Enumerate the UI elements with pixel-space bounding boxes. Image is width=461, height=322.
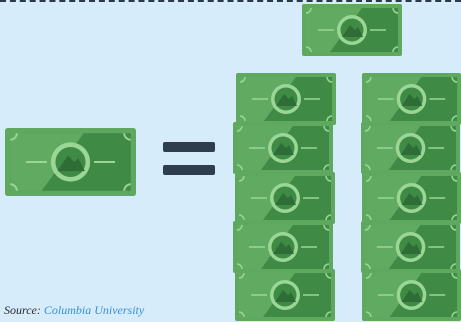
dollar-bill-icon — [361, 122, 460, 174]
dollar-bill-icon — [362, 73, 461, 125]
dollar-bill-icon — [361, 221, 460, 273]
dollar-bill-icon — [236, 73, 336, 125]
source-label: Source: — [4, 303, 41, 317]
dollar-bill-icon — [233, 122, 333, 174]
dollar-bill-icon — [235, 269, 335, 321]
dollar-bill-icon — [235, 172, 335, 224]
top-dashed-border — [0, 0, 461, 2]
equals-sign-icon — [163, 139, 215, 179]
dollar-bill-icon — [233, 221, 333, 273]
dollar-bill-icon — [5, 128, 136, 196]
dollar-bill-icon — [362, 172, 461, 224]
equals-bar-top — [163, 142, 215, 152]
dollar-bill-icon — [362, 269, 461, 321]
equals-bar-bottom — [163, 165, 215, 175]
dollar-bill-icon — [302, 4, 402, 56]
source-caption: Source: Columbia University — [4, 303, 144, 318]
source-link[interactable]: Columbia University — [43, 303, 145, 317]
